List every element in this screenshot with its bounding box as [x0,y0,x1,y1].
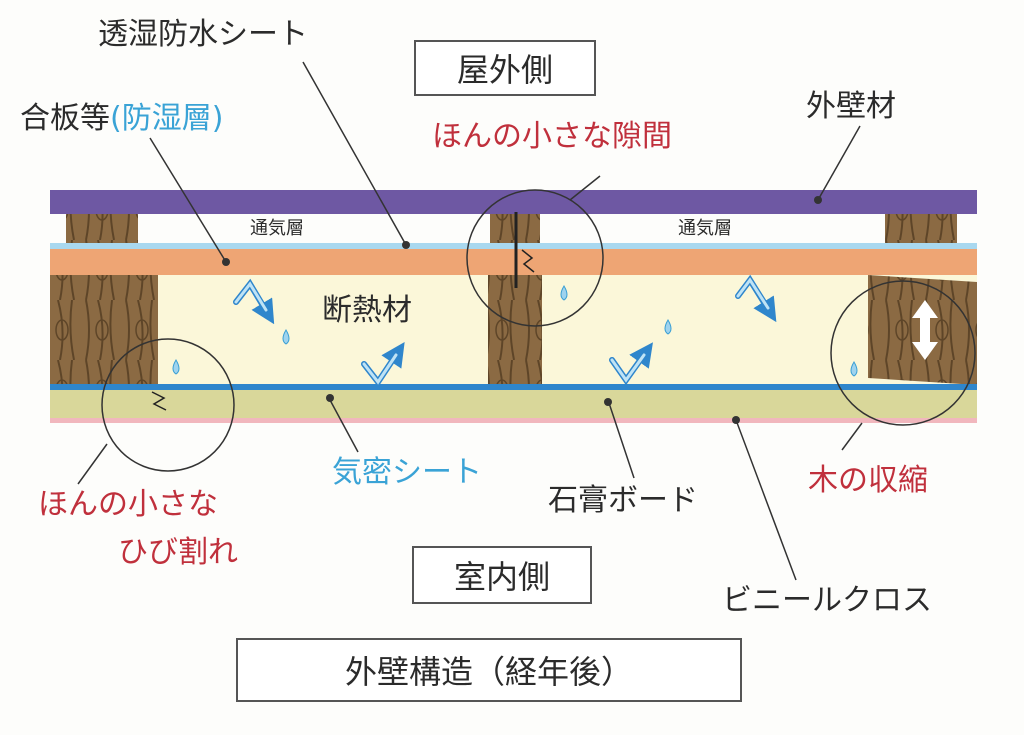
moisture-flow-arrows [234,277,770,385]
moisture-sheet-layer [50,243,977,249]
vinyl-cloth-label: ビニールクロス [722,583,932,618]
leader-lines [77,61,863,581]
double-arrow-icon [912,300,938,360]
gypsum-board-layer [50,390,977,418]
wood-shrink-label: 木の収縮 [808,463,928,498]
exterior-wall-label: 外壁材 [806,89,896,124]
shrink-highlight-circle [830,280,976,426]
gypsum-board-label: 石膏ボード [548,483,698,518]
outside-label: 屋外側 [456,51,553,89]
leader-dots [222,196,822,424]
plywood-label-text: 合板等 [20,101,110,136]
furring-strip [66,214,138,244]
moisture-sheet-label: 透湿防水シート [98,17,308,52]
plywood-layer [50,249,977,275]
stud-center [488,275,542,385]
water-droplet-icons [172,285,858,377]
gap-highlight-circle [466,189,604,327]
caption-box: 外壁構造（経年後） [236,638,742,702]
plywood-note: (防湿層) [110,101,224,136]
stud-left [50,275,158,385]
inside-label: 室内側 [453,558,550,596]
inside-label-box: 室内側 [412,546,592,604]
plywood-label: 合板等(防湿層) [20,104,223,134]
airtight-sheet-label: 気密シート [332,455,482,490]
outside-label-box: 屋外側 [414,40,596,96]
crack-label-line1: ほんの小さな [38,487,218,522]
crack-highlight-circle [101,338,235,472]
furring-strip [885,214,957,244]
insulation-label: 断熱材 [322,293,412,328]
crack-label-line2: ひび割れ [118,535,238,570]
crack-zigzag [521,249,535,273]
vinyl-cloth-layer [50,418,977,423]
caption: 外壁構造（経年後） [344,653,633,691]
airtight-sheet-layer [50,384,977,390]
crack-zigzag [151,391,167,411]
small-gap-label: ほんの小さな隙間 [432,119,672,154]
ventilation-label-right: 通気層 [678,218,732,239]
ventilation-label-left: 通気層 [250,218,304,239]
